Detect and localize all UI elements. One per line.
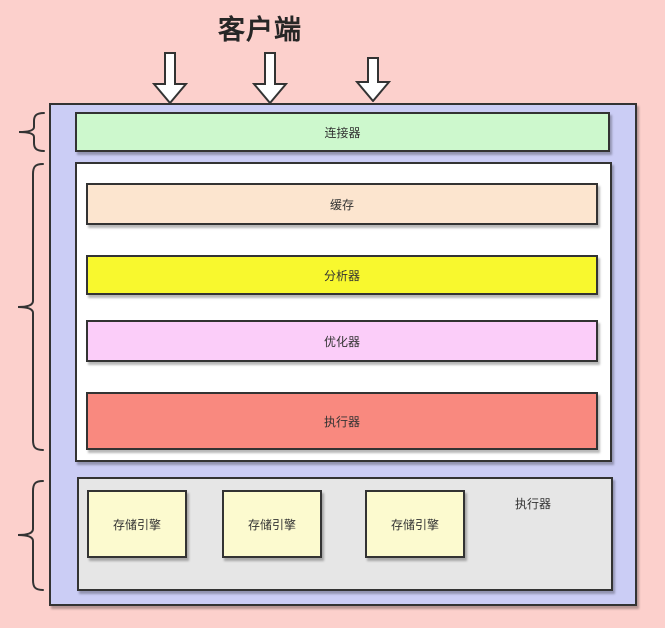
cache-box: 缓存 xyxy=(86,183,598,225)
storage-engine-box: 存储引擎 xyxy=(365,490,465,558)
client-title: 客户端 xyxy=(218,15,302,45)
connector-box: 连接器 xyxy=(75,112,610,152)
analyzer-box: 分析器 xyxy=(86,255,598,295)
engine-layer-label: 执行器 xyxy=(514,497,551,511)
executor-box: 执行器 xyxy=(86,392,598,450)
storage-engine-box: 存储引擎 xyxy=(87,490,187,558)
optimizer-label: 优化器 xyxy=(323,334,360,349)
storage-engine-box: 存储引擎 xyxy=(222,490,322,558)
executor-label: 执行器 xyxy=(323,414,360,429)
storage-engine-label: 存储引擎 xyxy=(112,517,161,532)
server-container: 连接器 缓存 分析器 优化器 执行器 执行器 存储引擎 存储 xyxy=(49,103,637,606)
left-curly-brace-icon xyxy=(17,163,44,451)
down-arrow-icon xyxy=(152,52,188,104)
down-arrow-icon xyxy=(252,52,288,104)
analyzer-label: 分析器 xyxy=(323,268,360,283)
storage-engine-label: 存储引擎 xyxy=(247,517,296,532)
sql-layer-box: 缓存 分析器 优化器 执行器 xyxy=(75,162,612,462)
connector-label: 连接器 xyxy=(324,125,361,140)
cache-label: 缓存 xyxy=(329,197,354,212)
left-curly-brace-icon xyxy=(17,480,44,591)
engine-layer-box: 执行器 存储引擎 存储引擎 存储引擎 xyxy=(77,477,613,591)
left-curly-brace-icon xyxy=(18,112,45,152)
storage-engine-label: 存储引擎 xyxy=(390,517,439,532)
down-arrow-icon xyxy=(355,57,391,102)
optimizer-box: 优化器 xyxy=(86,320,598,362)
